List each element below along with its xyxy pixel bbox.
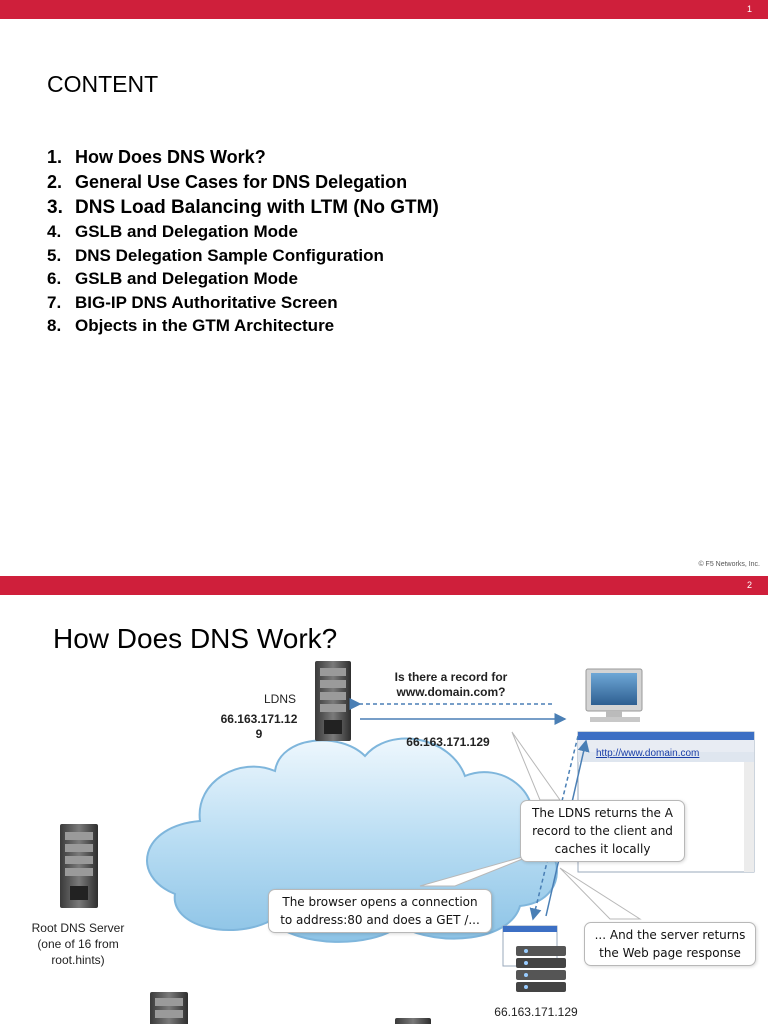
toc-item: 2.General Use Cases for DNS Delegation	[47, 172, 408, 192]
answer-ip: 66.163.171.129	[406, 735, 490, 749]
slide-title: CONTENT	[47, 71, 159, 97]
toc-item: 7.BIG-IP DNS Authoritative Screen	[47, 292, 338, 312]
query-text-line2: www.domain.com?	[396, 685, 506, 699]
table-of-contents: 1.How Does DNS Work? 2.General Use Cases…	[47, 148, 439, 341]
toc-item: 1.How Does DNS Work?	[47, 147, 266, 167]
page-number: 2	[746, 580, 752, 590]
ldns-ip-line1: 66.163.171.12	[220, 712, 298, 726]
web-server-ip: 66.163.171.129	[494, 1005, 578, 1019]
slide-how-dns-works: 2 How Does DNS Work?	[0, 576, 768, 1024]
toc-item: 6.GSLB and Delegation Mode	[47, 269, 298, 288]
header-bar: 1	[0, 0, 768, 19]
slide-content: 1 CONTENT 1.How Does DNS Work? 2.General…	[0, 0, 768, 568]
page-number: 1	[746, 4, 752, 14]
server-icon	[395, 1018, 431, 1024]
header-bar: 2	[0, 576, 768, 595]
web-server-icon	[502, 925, 566, 992]
toc-item: 5.DNS Delegation Sample Configuration	[47, 245, 384, 265]
root-dns-server-icon	[60, 824, 98, 908]
server-icon	[150, 992, 188, 1024]
ldns-server-icon	[315, 661, 351, 741]
slide-title: How Does DNS Work?	[53, 623, 338, 654]
toc-item: 4.GSLB and Delegation Mode	[47, 222, 298, 241]
copyright: © F5 Networks, Inc.	[698, 561, 760, 568]
callout-browser-connection: The browser opens a connection to addres…	[268, 889, 492, 933]
browser-url: http://www.domain.com	[596, 748, 700, 759]
callout-ldns-returns: The LDNS returns the A record to the cli…	[520, 800, 685, 862]
client-computer-icon	[585, 668, 643, 722]
root-dns-label: Root DNS Server (one of 16 from root.hin…	[31, 921, 125, 967]
query-text-line1: Is there a record for	[394, 670, 508, 684]
ldns-ip-line2: 9	[255, 727, 263, 741]
toc-item: 8.Objects in the GTM Architecture	[47, 316, 335, 335]
ldns-label: LDNS	[263, 692, 296, 706]
toc-item: 3.DNS Load Balancing with LTM (No GTM)	[47, 197, 439, 218]
callout-server-returns: ... And the server returns the Web page …	[584, 922, 756, 966]
